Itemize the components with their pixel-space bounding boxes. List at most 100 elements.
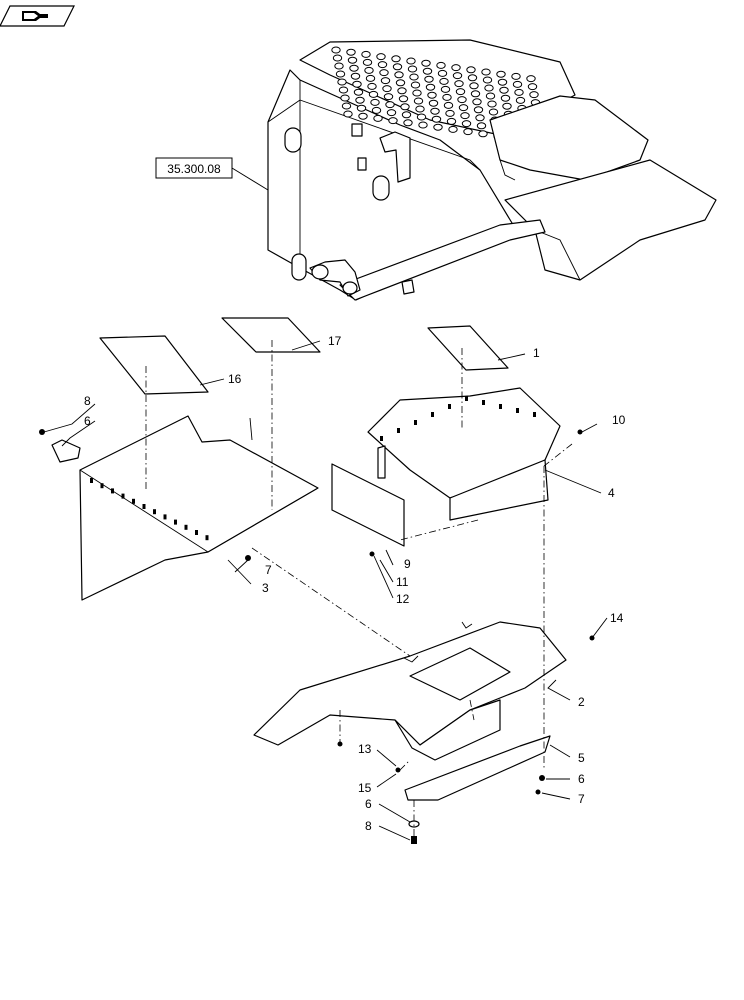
grate-hole — [448, 125, 458, 133]
grate-hole — [383, 93, 394, 101]
grate-hole — [422, 67, 433, 75]
box-slot — [533, 412, 536, 417]
box-slots — [380, 396, 536, 441]
grate-hole — [376, 53, 386, 61]
grate-hole — [392, 63, 403, 71]
grate-hole — [361, 50, 371, 58]
grate-hole — [454, 80, 464, 88]
callout-14: 14 — [610, 611, 624, 625]
grate-hole — [397, 87, 407, 95]
grate-hole — [395, 79, 406, 87]
grate-hole — [380, 77, 391, 85]
panel-slot — [195, 530, 198, 535]
grate-hole — [497, 78, 508, 86]
grate-hole — [337, 78, 347, 86]
assembly-lines — [145, 340, 573, 840]
box-slot — [397, 428, 400, 433]
bolt-part-10[interactable] — [577, 429, 583, 435]
grate-hole — [499, 86, 509, 94]
grate-hole — [338, 86, 349, 94]
grate-hole — [367, 82, 377, 90]
washer-part-6[interactable] — [539, 775, 545, 781]
grate-hole — [442, 93, 452, 101]
plate-part-9[interactable] — [331, 463, 405, 547]
grate-hole — [476, 122, 487, 130]
grate-hole — [500, 94, 511, 102]
grate-hole — [388, 117, 398, 125]
strip-part-17[interactable] — [221, 317, 321, 353]
grate-hole — [409, 73, 419, 81]
box-slot — [414, 420, 417, 425]
grate-hole — [356, 104, 367, 112]
bracket-part-6[interactable] — [51, 439, 81, 463]
grate-hole — [473, 106, 484, 114]
grate-hole — [368, 90, 379, 98]
grate-hole — [451, 64, 461, 72]
callout-6: 6 — [84, 414, 91, 428]
nut-part-7[interactable] — [245, 555, 251, 561]
grate-hole — [332, 54, 343, 62]
grate-hole — [334, 62, 344, 70]
strip-part-1[interactable] — [427, 325, 509, 371]
book-arrow-icon[interactable] — [0, 5, 75, 27]
nut-part-7[interactable] — [535, 789, 541, 795]
callout-11: 11 — [396, 575, 409, 589]
grate-hole — [412, 89, 422, 97]
box-slot — [516, 408, 519, 413]
grate-hole — [421, 59, 431, 67]
grate-hole — [400, 103, 410, 111]
grate-hole — [430, 107, 440, 115]
grate-hole — [394, 71, 404, 79]
box-part-4[interactable] — [367, 387, 561, 521]
washer-part-6[interactable] — [408, 820, 420, 828]
grate-hole — [452, 72, 463, 80]
grate-hole — [463, 128, 473, 136]
callout-1: 1 — [533, 346, 540, 360]
strip-part-5[interactable] — [404, 735, 551, 801]
grate-hole — [347, 56, 358, 64]
strip-part-16[interactable] — [99, 335, 209, 395]
panel-slots — [90, 478, 209, 541]
grate-hole — [469, 82, 479, 90]
grate-hole — [403, 119, 413, 127]
callout-16: 16 — [228, 372, 242, 386]
grate-hole — [467, 74, 478, 82]
grate-hole — [364, 66, 374, 74]
grate-hole — [425, 83, 436, 91]
panel-slot — [132, 498, 135, 504]
callout-8: 8 — [365, 819, 372, 833]
fender-part-2[interactable] — [253, 621, 567, 761]
nut-part-15[interactable] — [395, 767, 401, 773]
panel-part-3[interactable] — [79, 415, 319, 601]
grate-hole — [481, 68, 491, 76]
grate-hole — [346, 48, 356, 56]
callout-7: 7 — [265, 563, 272, 577]
panel-slot — [142, 504, 146, 509]
callout-4: 4 — [608, 486, 615, 500]
grate-hole — [458, 104, 469, 112]
grate-hole — [443, 101, 454, 109]
panel-slot — [153, 509, 156, 515]
bolt-part-12[interactable] — [369, 551, 375, 557]
grate-hole — [358, 112, 368, 120]
callout-17: 17 — [328, 334, 342, 348]
grate-hole — [512, 80, 523, 88]
grate-hole — [415, 105, 425, 113]
grate-hole — [353, 88, 364, 96]
panel-slot — [121, 493, 125, 499]
panel-slot — [163, 514, 167, 520]
grate-hole — [340, 94, 350, 102]
panel-slot — [174, 519, 177, 525]
reference-box[interactable]: 35.300.08 — [155, 157, 269, 191]
grate-hole — [398, 95, 409, 103]
callout-2: 2 — [578, 695, 585, 709]
grate-hole — [475, 114, 485, 122]
panel-slot — [90, 478, 93, 483]
grate-hole — [331, 46, 341, 54]
grate-hole — [461, 120, 472, 128]
grate-hole — [529, 91, 539, 99]
grate-hole — [431, 115, 442, 123]
bolt-part-8[interactable] — [39, 429, 45, 435]
grate-hole — [385, 101, 395, 109]
